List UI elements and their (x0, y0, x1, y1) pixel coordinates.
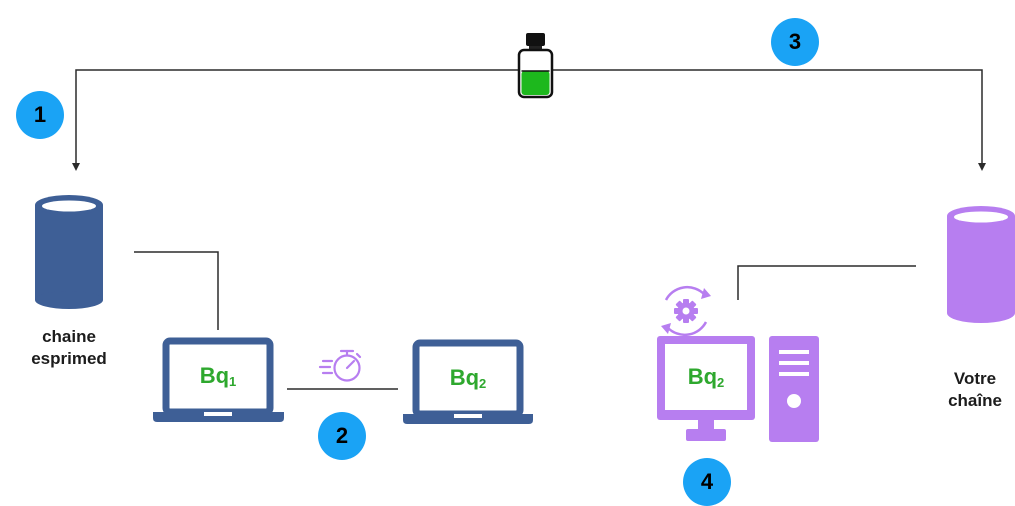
target-database-label: Votre chaîne (935, 368, 1015, 412)
laptop-1-subscript: 1 (229, 374, 237, 389)
laptop-2-screen-label: Bq2 (419, 365, 517, 391)
arrow-down-left (72, 163, 80, 171)
desktop-subscript: 2 (717, 375, 725, 390)
desktop-base: Bq (687, 364, 718, 389)
step-4-badge: 4 (683, 458, 731, 506)
desktop-computer-icon (657, 336, 819, 442)
stopwatch-icon (318, 349, 362, 382)
laptop-1-icon (153, 337, 284, 422)
laptop-2-subscript: 2 (479, 376, 487, 391)
laptop-2-icon (403, 339, 533, 424)
target-database-label-line1: Votre (953, 369, 997, 388)
step-1-badge: 1 (16, 91, 64, 139)
top-connector (75, 69, 983, 165)
source-to-laptop-connector (134, 251, 219, 330)
step-2-badge: 2 (318, 412, 366, 460)
laptop-1-screen-label: Bq1 (169, 363, 267, 389)
source-database-label: chaine esprimed (12, 326, 126, 370)
source-database-label-line1: chaine (42, 327, 96, 346)
desktop-screen-label: Bq2 (665, 364, 747, 390)
source-database-icon (35, 195, 103, 309)
bottle-icon (517, 33, 554, 99)
laptop-2-base: Bq (449, 365, 480, 390)
target-database-icon (947, 206, 1015, 323)
target-to-desktop-connector (737, 265, 916, 300)
source-database-label-line2: esprimed (31, 349, 107, 368)
laptop-1-base: Bq (199, 363, 230, 388)
step-3-badge: 3 (771, 18, 819, 66)
target-database-label-line2: chaîne (948, 391, 1002, 410)
gear-sync-icon (661, 285, 711, 337)
arrow-down-right (978, 163, 986, 171)
